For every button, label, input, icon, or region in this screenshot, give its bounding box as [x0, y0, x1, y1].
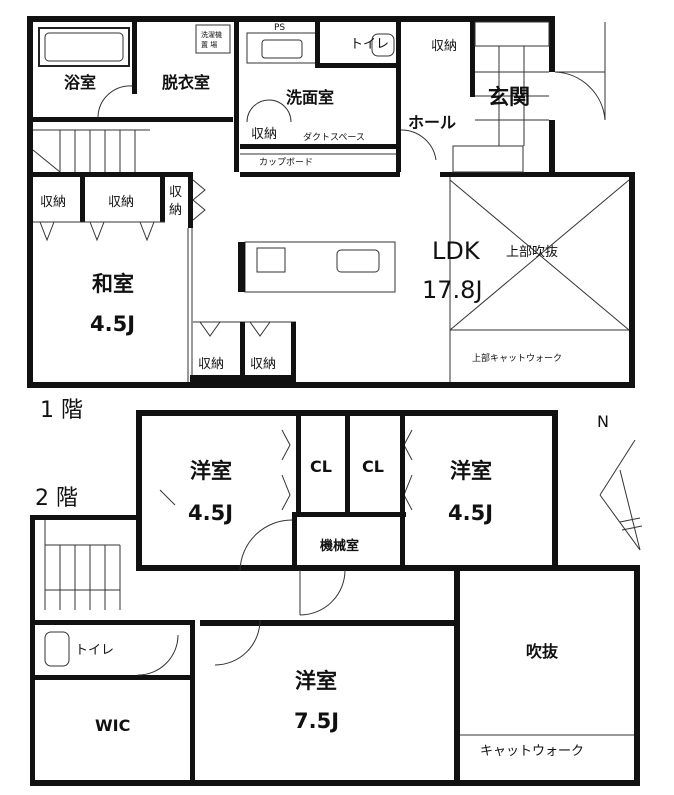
storage-left-label: 収納 — [40, 195, 66, 210]
entrance-label: 玄関 — [488, 85, 530, 109]
japanese-room-size: 4.5J — [90, 312, 135, 336]
dressing-room-label: 脱衣室 — [162, 73, 210, 92]
open-above-label: 上部吹抜 — [506, 244, 558, 260]
hall-label: ホール — [408, 113, 456, 132]
floor2-label: 2 階 — [35, 486, 78, 511]
storage-mid-label: 収納 — [108, 195, 134, 210]
stairs-1f — [32, 129, 150, 173]
catwalk-label: キャットウォーク — [480, 744, 584, 759]
floor1-label: 1 階 — [40, 398, 83, 423]
western-large-size: 7.5J — [294, 709, 339, 733]
ldk-size: 17.8J — [422, 276, 483, 304]
storage-bottom-1-label: 収納 — [198, 357, 224, 372]
pipe-space-label: PS — [274, 23, 285, 33]
machine-room-label: 機械室 — [320, 538, 359, 554]
closet-left-label: CL — [310, 457, 332, 476]
ldk-label: LDK — [432, 237, 481, 265]
western-large-label: 洋室 — [295, 669, 337, 693]
closet-right-label: CL — [362, 457, 384, 476]
japanese-room-label: 和室 — [92, 272, 134, 296]
entrance-tiles — [475, 46, 549, 146]
storage-side-label-1: 収 — [169, 185, 182, 200]
washing-machine-label-1: 洗濯機 — [201, 30, 222, 39]
north-arrow — [599, 439, 643, 551]
stairs-2f — [44, 520, 121, 610]
north-label: N — [597, 412, 609, 431]
western-right-size: 4.5J — [448, 501, 493, 525]
bath-label: 浴室 — [64, 73, 96, 92]
wic-label: WIC — [95, 716, 130, 735]
washroom-label: 洗面室 — [286, 88, 334, 107]
washing-machine-label-2: 置 場 — [201, 40, 217, 49]
western-left-label: 洋室 — [190, 459, 232, 483]
toilet-2f-label: トイレ — [75, 643, 114, 658]
catwalk-above-label: 上部キャットウォーク — [472, 352, 562, 364]
western-left-size: 4.5J — [188, 501, 233, 525]
western-right-label: 洋室 — [450, 459, 492, 483]
toilet-1f-label: トイレ — [350, 37, 389, 52]
duct-space-label: ダクトスペース — [303, 131, 365, 143]
storage-side-label-2: 納 — [169, 203, 182, 218]
storage-bottom-2-label: 収納 — [250, 357, 276, 372]
open-void-label: 吹抜 — [526, 642, 559, 661]
floor2-plan — [30, 410, 643, 786]
floor1-plan — [27, 16, 635, 388]
storage-toilet-label: 収納 — [431, 39, 457, 54]
cupboard-label: カップボード — [259, 157, 313, 168]
storage-washroom-label: 収納 — [251, 127, 277, 142]
